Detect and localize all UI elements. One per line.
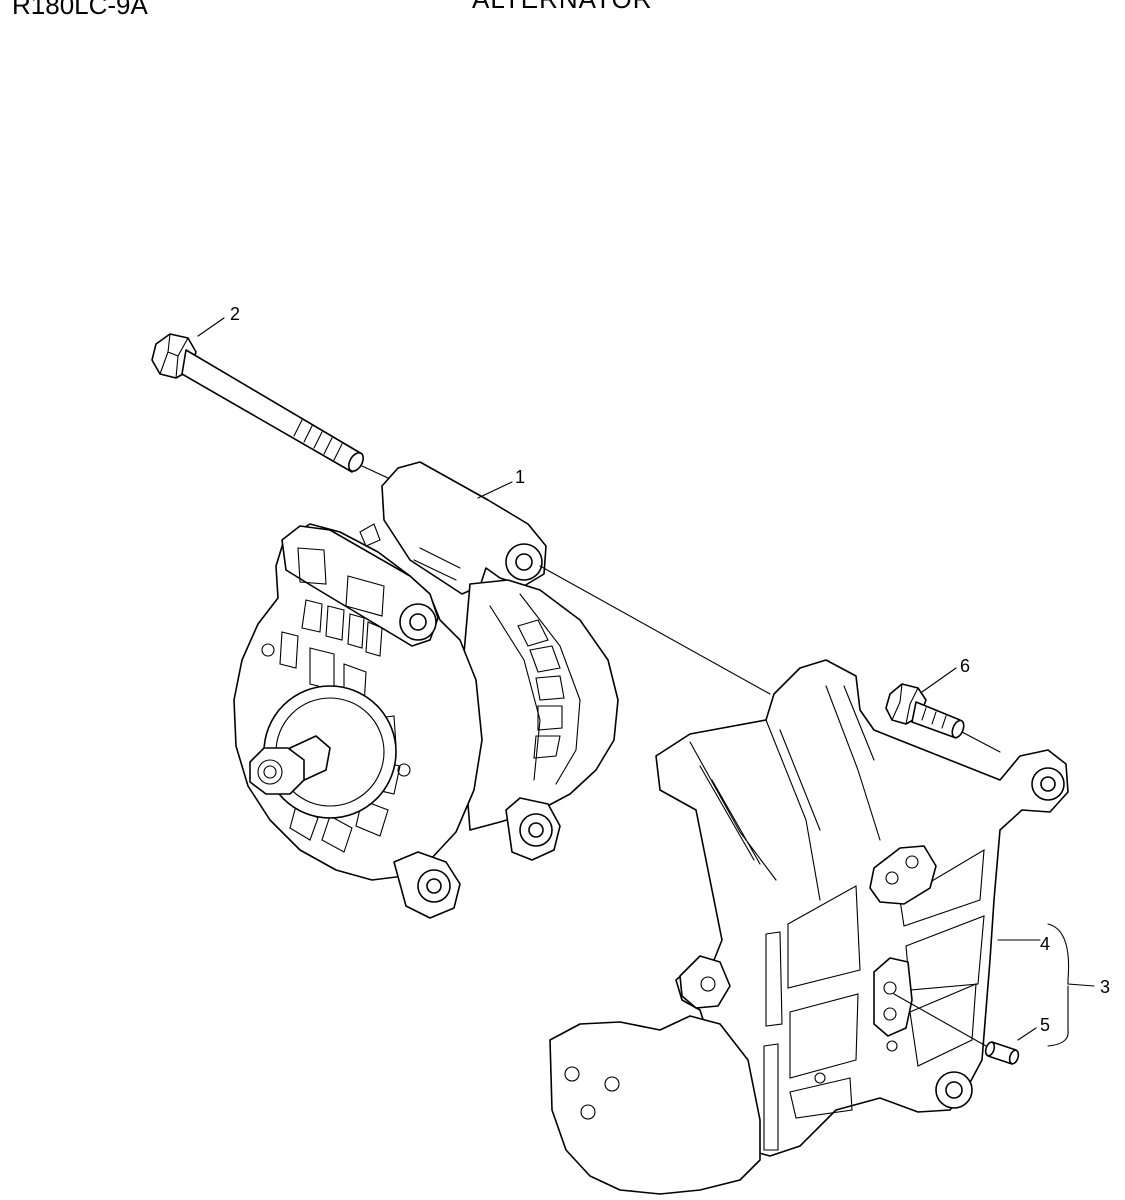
callout-4: 4 — [1040, 934, 1050, 954]
callout-2: 2 — [230, 304, 240, 324]
model-code: R180LC-9A — [12, 0, 148, 20]
alternator-part[interactable] — [233, 461, 619, 919]
callout-leaders — [197, 317, 1095, 1047]
callout-3: 3 — [1100, 977, 1110, 997]
short-bolt-part[interactable] — [885, 683, 1001, 753]
callout-5: 5 — [1040, 1015, 1050, 1035]
mounting-bracket-part[interactable] — [549, 659, 1069, 1195]
callout-6: 6 — [960, 656, 970, 676]
alignment-line — [539, 565, 771, 695]
long-bolt-part[interactable] — [151, 333, 389, 479]
dowel-pin-part[interactable] — [893, 993, 1020, 1065]
callout-1: 1 — [515, 467, 525, 487]
page-title: ALTERNATOR — [472, 0, 652, 12]
